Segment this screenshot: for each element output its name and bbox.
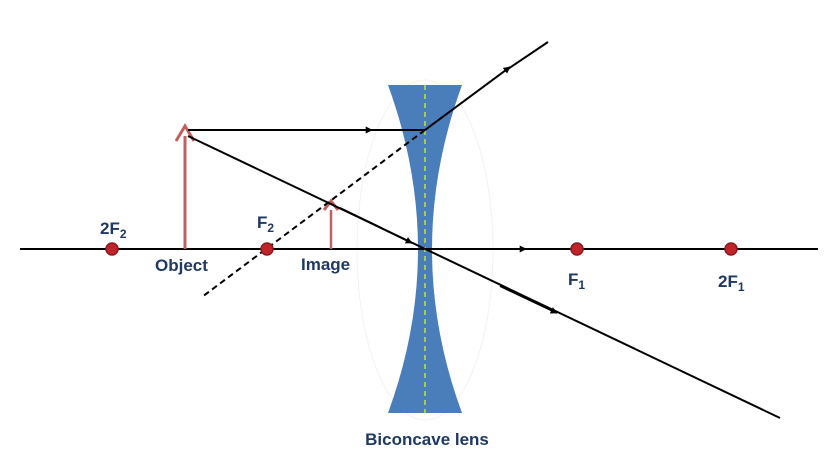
label-2f2: 2F2 xyxy=(100,219,127,241)
point-f1 xyxy=(570,242,584,256)
label-f1: F1 xyxy=(568,270,585,292)
ray-through-center-arrow-2 xyxy=(499,285,558,314)
ray-refracted-diverging xyxy=(424,66,511,131)
ray-through-center-arrow-1 xyxy=(339,207,413,244)
virtual-ray-extension xyxy=(201,129,426,298)
label-2f1: 2F1 xyxy=(718,272,745,294)
label-object: Object xyxy=(155,256,208,275)
label-lens-caption: Biconcave lens xyxy=(365,430,489,449)
point-f2 xyxy=(260,242,274,256)
point-2f2 xyxy=(105,242,119,256)
ray-refracted-diverging-tail xyxy=(504,41,549,72)
object-arrow-head xyxy=(174,123,196,142)
ray-through-center xyxy=(187,135,781,419)
label-f2: F2 xyxy=(257,213,274,235)
label-image: Image xyxy=(301,255,350,274)
point-2f1 xyxy=(724,242,738,256)
